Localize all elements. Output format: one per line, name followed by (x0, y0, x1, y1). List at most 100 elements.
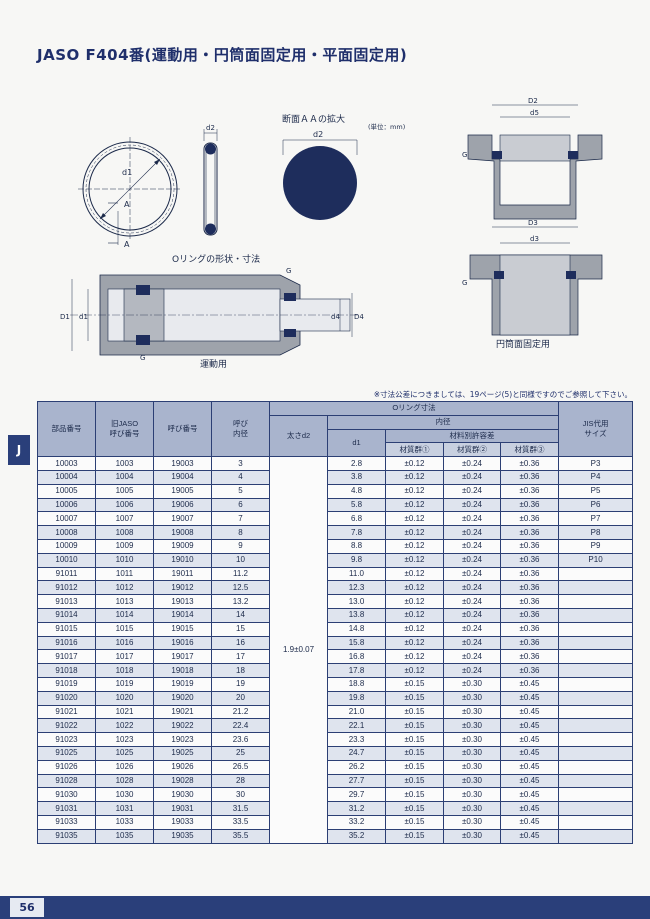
cell-d1: 6.8 (327, 511, 386, 527)
cell-nominal-id: 22.4 (211, 718, 270, 734)
cell-mat3: ±0.36 (499, 456, 560, 471)
cell-d1: 26.2 (327, 759, 386, 775)
cell-call-no: 19020 (153, 690, 212, 706)
cell-part-no: 10003 (37, 456, 96, 471)
cell-old-jaso: 1005 (95, 483, 154, 499)
cell-mat3: ±0.36 (499, 483, 560, 499)
header-d1: d1 (327, 428, 386, 458)
cell-jis (558, 649, 634, 665)
cell-call-no: 19006 (153, 497, 212, 513)
cell-jis: P10 (558, 552, 634, 568)
cell-part-no: 10005 (37, 483, 96, 499)
label-g-upper-fixed: G (462, 151, 467, 159)
cell-part-no: 91033 (37, 814, 96, 830)
oring-side-view: d2 (203, 124, 218, 236)
cell-old-jaso: 1006 (95, 497, 154, 513)
cell-call-no: 19023 (153, 732, 212, 747)
cell-old-jaso: 1018 (95, 663, 154, 678)
cell-mat2: ±0.30 (443, 690, 501, 706)
cell-mat3: ±0.36 (499, 552, 560, 568)
section-title: 断面ＡＡの拡大 (282, 113, 345, 125)
cell-d1: 11.0 (327, 566, 386, 582)
cell-mat3: ±0.36 (499, 594, 560, 609)
cell-d1: 2.8 (327, 456, 386, 471)
cell-nominal-id: 26.5 (211, 759, 270, 775)
cell-d1: 13.8 (327, 607, 386, 623)
cell-jis: P3 (558, 456, 634, 471)
cell-jis (558, 732, 634, 747)
cell-jis (558, 580, 634, 596)
header-mat3: 材質群③ (499, 442, 560, 458)
header-call-no: 呼び番号 (153, 400, 212, 458)
label-d4-motion: d4 (331, 313, 340, 321)
cell-call-no: 19003 (153, 456, 212, 471)
cell-mat2: ±0.24 (443, 552, 501, 568)
cell-mat2: ±0.30 (443, 732, 501, 747)
cell-d1: 24.7 (327, 745, 386, 761)
cell-mat1: ±0.12 (385, 483, 444, 499)
cell-mat3: ±0.45 (499, 801, 560, 816)
cell-call-no: 19008 (153, 525, 212, 540)
cell-mat2: ±0.30 (443, 801, 501, 816)
unit-label: (単位：mm) (368, 122, 405, 131)
cell-mat2: ±0.30 (443, 676, 501, 692)
spec-table-wrap: 部品番号 旧JASO 呼び番号 呼び番号 呼び 内径 Oリング寸法 JIS代用 … (37, 400, 634, 844)
cell-mat3: ±0.45 (499, 745, 560, 761)
cell-jis (558, 801, 634, 816)
cell-mat3: ±0.36 (499, 580, 560, 596)
cell-nominal-id: 19 (211, 676, 270, 692)
cell-part-no: 91020 (37, 690, 96, 706)
cell-call-no: 19018 (153, 663, 212, 678)
cell-nominal-id: 35.5 (211, 828, 270, 844)
cell-old-jaso: 1016 (95, 635, 154, 651)
side-tab: J (8, 435, 30, 465)
label-g-motion-top: G (286, 267, 291, 275)
cell-mat2: ±0.30 (443, 718, 501, 734)
cell-part-no: 10004 (37, 469, 96, 485)
cell-mat1: ±0.12 (385, 525, 444, 540)
fixed-assembly-upper: D2 d5 G (462, 97, 603, 220)
cell-part-no: 10006 (37, 497, 96, 513)
cell-mat3: ±0.45 (499, 718, 560, 734)
cell-mat3: ±0.36 (499, 469, 560, 485)
cell-old-jaso: 1012 (95, 580, 154, 596)
cell-part-no: 91030 (37, 787, 96, 803)
cell-mat3: ±0.45 (499, 828, 560, 844)
technical-drawings: d1 A A d2 断面ＡＡの拡大 (単位：mm) d2 Oリングの形状・寸法 (60, 97, 603, 370)
cell-call-no: 19019 (153, 676, 212, 692)
cell-mat1: ±0.12 (385, 621, 444, 637)
cell-d1: 13.0 (327, 594, 386, 609)
cell-old-jaso: 1033 (95, 814, 154, 830)
cell-old-jaso: 1010 (95, 552, 154, 568)
cell-old-jaso: 1007 (95, 511, 154, 527)
cell-d1: 18.8 (327, 676, 386, 692)
cell-mat1: ±0.12 (385, 497, 444, 513)
cell-mat3: ±0.45 (499, 787, 560, 803)
cell-call-no: 19010 (153, 552, 212, 568)
cell-part-no: 91021 (37, 704, 96, 720)
cell-d1: 21.0 (327, 704, 386, 720)
cell-old-jaso: 1009 (95, 538, 154, 554)
cell-mat1: ±0.12 (385, 538, 444, 554)
cell-nominal-id: 25 (211, 745, 270, 761)
cell-mat3: ±0.36 (499, 566, 560, 582)
cell-d1: 17.8 (327, 663, 386, 678)
cell-call-no: 19005 (153, 483, 212, 499)
cell-nominal-id: 31.5 (211, 801, 270, 816)
cell-part-no: 91019 (37, 676, 96, 692)
cell-call-no: 19021 (153, 704, 212, 720)
cell-old-jaso: 1035 (95, 828, 154, 844)
cell-d1: 15.8 (327, 635, 386, 651)
cell-call-no: 19033 (153, 814, 212, 830)
cell-jis (558, 566, 634, 582)
